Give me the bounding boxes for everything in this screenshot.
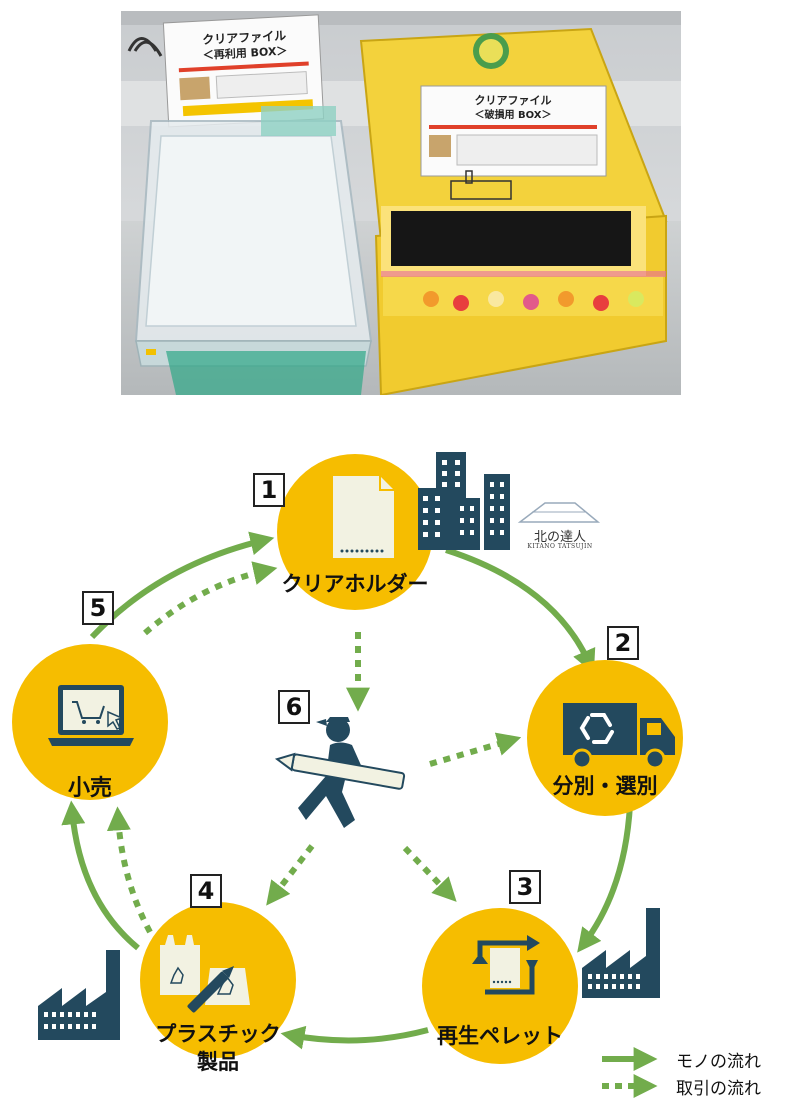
- factory-icon-left: [38, 950, 120, 1040]
- damaged-sign-subtitle: ＜破損用 BOX＞: [475, 108, 552, 121]
- arrow-goods-3-to-4: [280, 1025, 429, 1050]
- reuse-sign-subtitle: ＜再利用 BOX＞: [202, 44, 287, 62]
- recycle-boxes-photo: クリアファイル ＜再利用 BOX＞ クリアファイル ＜破損用 BOX＞: [121, 11, 681, 395]
- yellow-damaged-box: クリアファイル ＜破損用 BOX＞: [359, 27, 668, 395]
- arrow-goods-1-to-2: [445, 547, 596, 674]
- arrow-goods-5-to-1: [89, 531, 275, 640]
- node-4-label-line1: プラスチック: [155, 1022, 281, 1046]
- step-number-1: 1: [253, 473, 285, 507]
- reuse-box-sign: クリアファイル ＜再利用 BOX＞: [162, 14, 325, 128]
- buildings-icon: [418, 452, 510, 550]
- arrow-trade-4-to-5: [106, 806, 153, 934]
- step-number-5: 5: [82, 591, 114, 625]
- arrow-trade-6-to-4: [266, 844, 315, 906]
- damaged-sign-title: クリアファイル: [475, 94, 552, 107]
- node-1-label: クリアホルダー: [281, 572, 429, 596]
- pellet-cycle-icon: [472, 935, 540, 995]
- node-4-label-line2: 製品: [197, 1050, 239, 1074]
- node-3-label: 再生ペレット: [437, 1024, 563, 1048]
- arrow-trade-5-to-1: [143, 561, 278, 636]
- legend-goods-flow: モノの流れ: [676, 1052, 761, 1072]
- courier-person-icon: [274, 717, 406, 828]
- step-number-2: 2: [607, 626, 639, 660]
- clear-folder-icon: [333, 476, 394, 558]
- laptop-cart-icon: [48, 685, 134, 746]
- step-number-6: 6: [278, 690, 310, 724]
- legend-trade-flow: 取引の流れ: [676, 1079, 761, 1099]
- arrow-trade-6-to-2: [429, 732, 522, 767]
- node-5-label: 小売: [67, 776, 112, 801]
- step-number-4: 4: [190, 874, 222, 908]
- plastic-bags-pen-icon: [160, 935, 250, 1013]
- node-2-label: 分別・選別: [552, 774, 658, 798]
- factory-icon: [582, 908, 660, 998]
- brand-subname: KITANO TATSUJIN: [527, 543, 593, 550]
- clear-file-tray: [134, 106, 373, 395]
- arrow-goods-2-to-3: [577, 804, 633, 953]
- arrow-trade-6-to-3: [402, 845, 457, 902]
- recycling-cycle-diagram: [12, 452, 683, 1098]
- arrow-goods-4-to-5: [61, 800, 140, 951]
- truck-recycle-icon: [563, 703, 675, 770]
- step-number-3: 3: [509, 870, 541, 904]
- brand-logo: [517, 502, 601, 523]
- brand-name: 北の達人: [533, 530, 586, 545]
- reuse-sign-title: クリアファイル: [202, 29, 287, 47]
